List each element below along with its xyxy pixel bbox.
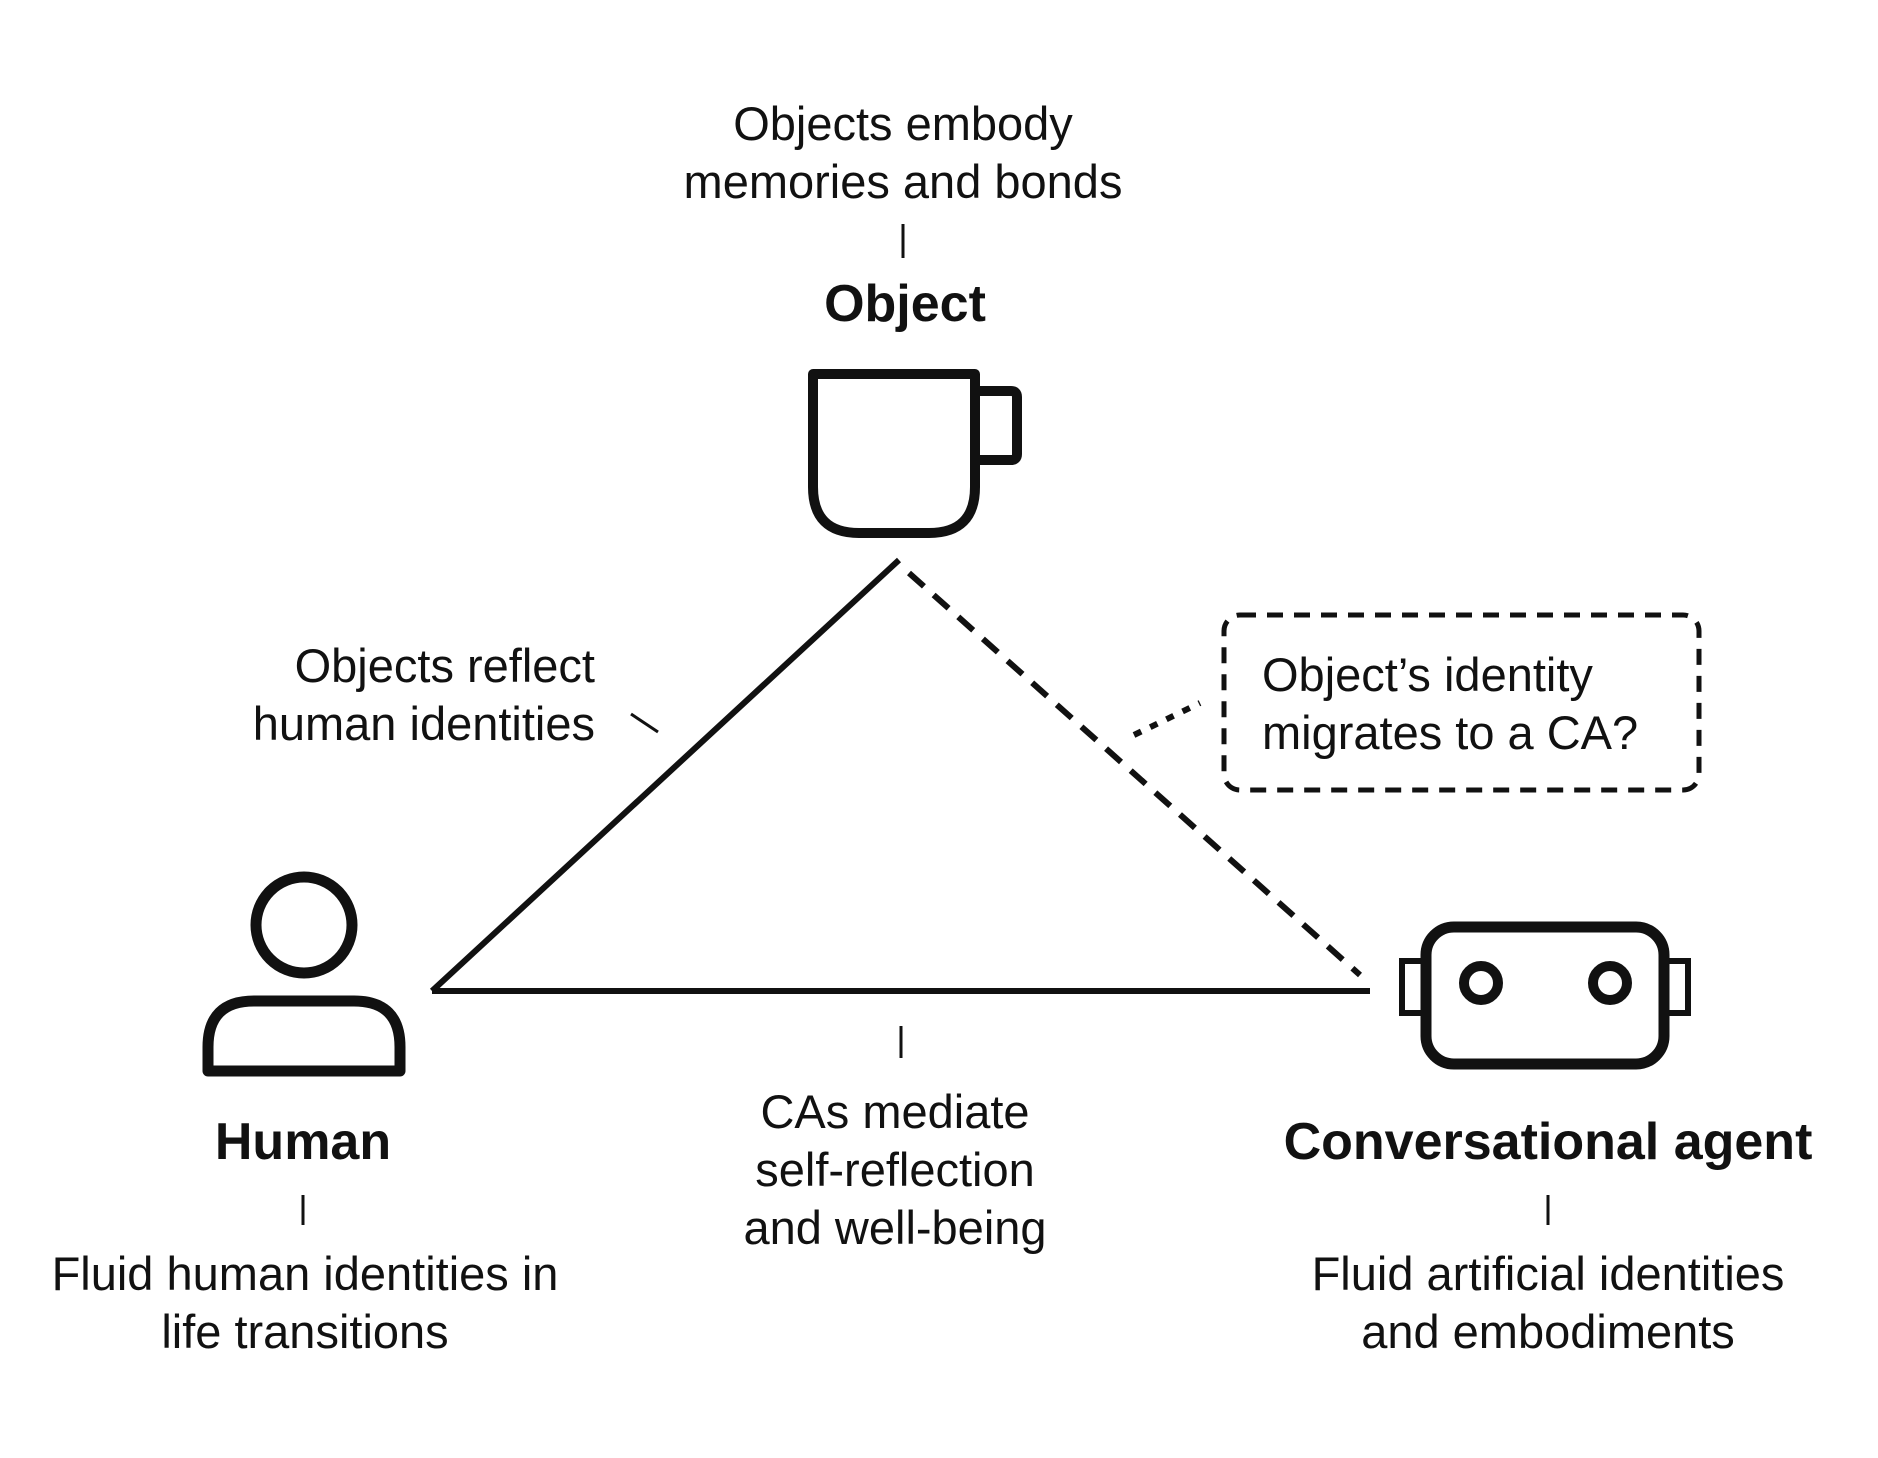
callout-connector xyxy=(1132,700,1202,738)
callout-text: Object’s identity migrates to a CA? xyxy=(1262,648,1639,759)
human-note: Fluid human identities in life transitio… xyxy=(51,1247,559,1358)
agent-note: Fluid artificial identities and embodime… xyxy=(1311,1247,1785,1358)
person-icon xyxy=(202,871,406,1077)
edge-object-agent xyxy=(907,570,1362,978)
edge-human-agent-label: CAs mediate self-reflection and well-bei… xyxy=(743,1085,1047,1254)
callout-box xyxy=(1221,612,1702,793)
edge-object-human-label: Objects reflect human identities xyxy=(252,639,595,750)
mug-icon xyxy=(808,369,1022,538)
object-note: Objects embody memories and bonds xyxy=(683,97,1123,208)
robot-icon xyxy=(1399,921,1691,1070)
edge-object-human xyxy=(429,557,902,994)
edge-object-human-tick xyxy=(630,712,659,734)
object-label: Object xyxy=(824,275,986,333)
agent-label: Conversational agent xyxy=(1283,1113,1813,1171)
human-label: Human xyxy=(214,1113,392,1171)
